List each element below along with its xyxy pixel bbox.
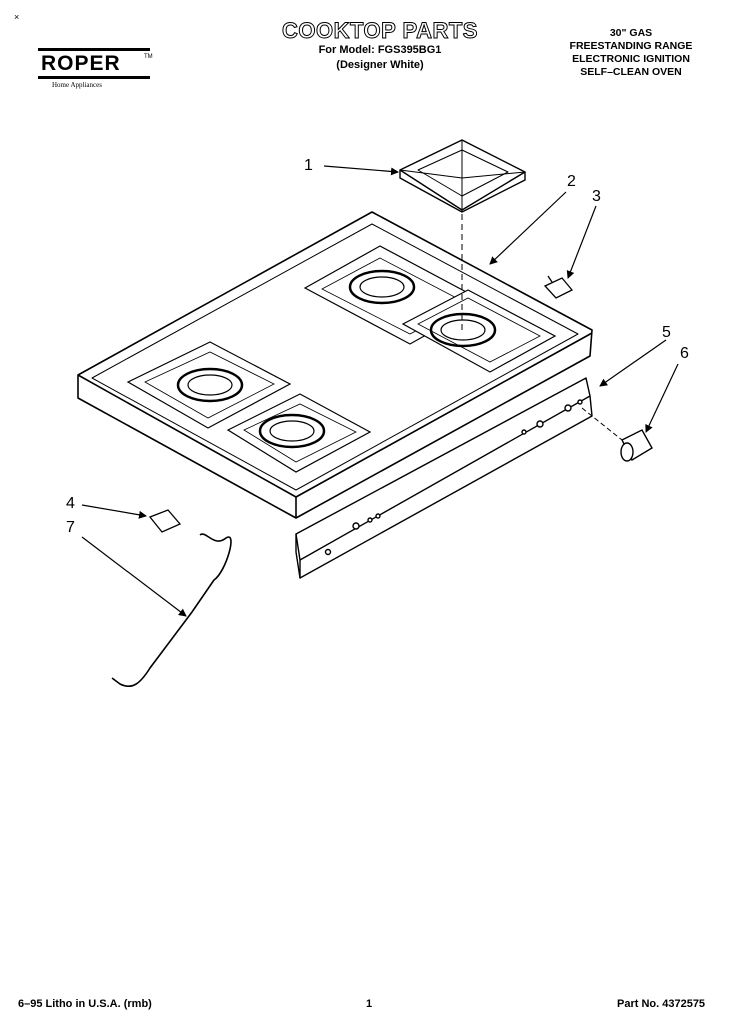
exploded-parts-diagram [77, 139, 679, 688]
spec-line: ELECTRONIC IGNITION [572, 53, 690, 65]
burner-ring [348, 269, 416, 305]
logo-top-rule [38, 48, 150, 51]
spec-line: 30" GAS [609, 27, 653, 39]
spec-line: SELF–CLEAN OVEN [580, 66, 682, 78]
igniter-electrode [543, 275, 574, 299]
spec-block: 30" GAS FREESTANDING RANGE ELECTRONIC IG… [520, 27, 736, 79]
burner-ring [429, 312, 497, 348]
burner-plate [226, 393, 372, 473]
burner-plate [126, 341, 292, 429]
page-number: 1 [366, 998, 373, 1010]
part-number: Part No. 4372575 [617, 998, 706, 1010]
burner-grate [399, 139, 526, 213]
igniter-electrode [148, 509, 182, 533]
leader-lines [81, 165, 679, 617]
callout-1: 1 [304, 157, 313, 174]
control-knob [620, 429, 653, 462]
cooktop-panel [77, 211, 593, 519]
brand-tagline: Home Appliances [52, 81, 102, 89]
model-finish: (Designer White) [336, 59, 424, 71]
page-title: COOKTOP PARTS [282, 18, 478, 44]
logo-bottom-rule [38, 76, 150, 79]
wire-harness [111, 533, 232, 688]
burner-plate [401, 289, 557, 373]
knob-alignment-line [581, 407, 623, 441]
burner-ring [258, 413, 326, 449]
callout-5: 5 [662, 324, 671, 341]
callout-3: 3 [592, 188, 601, 205]
callout-7: 7 [66, 519, 75, 536]
control-panel [295, 377, 593, 579]
burner-ring [176, 367, 244, 403]
footer-litho: 6–95 Litho in U.S.A. (rmb) [18, 998, 152, 1010]
corner-mark: × [14, 12, 20, 22]
callout-6: 6 [680, 345, 689, 362]
spec-line: FREESTANDING RANGE [569, 40, 693, 52]
brand-trademark: TM [144, 54, 153, 60]
callout-2: 2 [567, 173, 576, 190]
callout-4: 4 [66, 495, 75, 512]
model-number: For Model: FGS395BG1 [318, 44, 442, 56]
brand-name: ROPER [41, 52, 121, 75]
brand-logo: ROPER TM Home Appliances [38, 48, 154, 92]
